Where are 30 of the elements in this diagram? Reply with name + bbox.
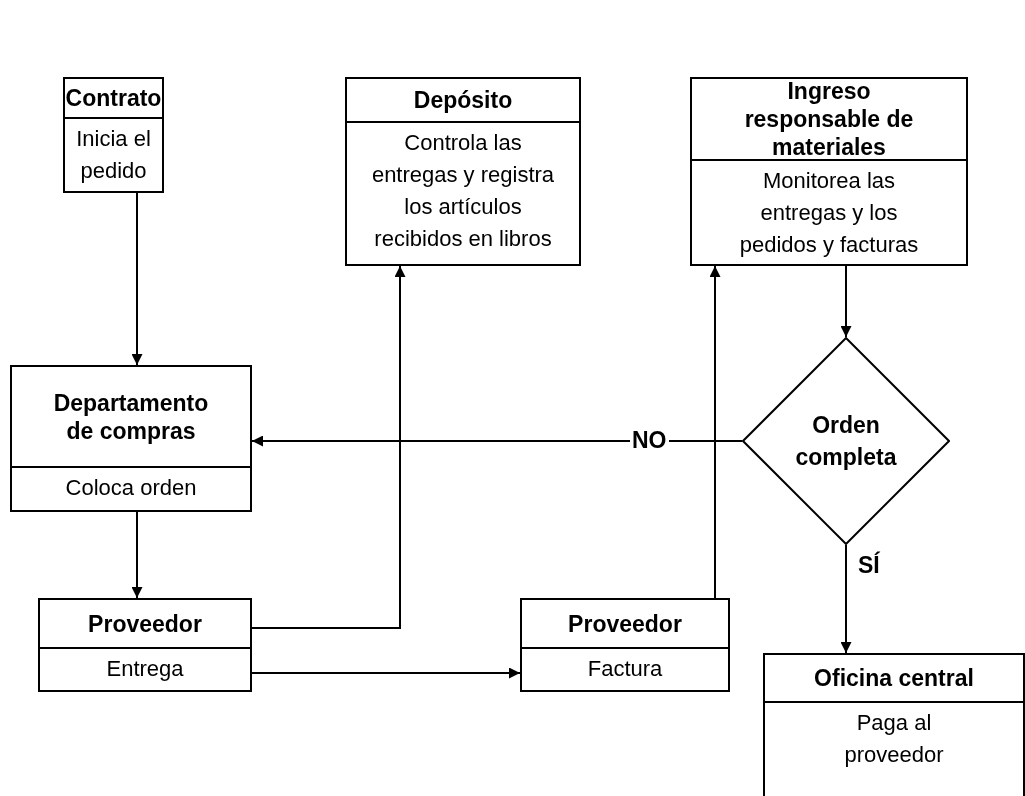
box-description: Entrega	[105, 655, 185, 683]
box-heading: Depósito	[347, 79, 579, 123]
process-box	[763, 653, 1025, 796]
box-description: Factura	[586, 655, 664, 683]
arrow	[131, 511, 143, 599]
arrow	[251, 667, 521, 679]
box-heading: Contrato	[65, 79, 162, 119]
box-heading: Oficina central	[765, 655, 1023, 703]
arrow	[131, 192, 143, 366]
arrow	[251, 435, 743, 447]
arrow	[251, 265, 406, 629]
arrow	[840, 544, 852, 654]
process-box	[10, 365, 252, 512]
process-box	[520, 598, 730, 692]
process-box	[690, 77, 968, 266]
box-description: Controla las entregas y registra los artículos recibidos en libros	[370, 129, 556, 253]
box-description: Paga al proveedor	[843, 709, 945, 769]
process-box	[38, 598, 252, 692]
box-heading: Departamento de compras	[12, 367, 250, 468]
process-box	[345, 77, 581, 266]
box-description: Coloca orden	[64, 474, 198, 502]
arrow	[840, 265, 852, 338]
decision-text: Orden completa	[794, 411, 898, 472]
process-box	[63, 77, 164, 193]
box-heading: Ingreso responsable de materiales	[692, 79, 966, 161]
box-heading: Proveedor	[522, 600, 728, 649]
box-description: Inicia el pedido	[75, 125, 152, 185]
box-heading: Proveedor	[40, 600, 250, 649]
arrow	[709, 265, 721, 599]
box-description: Monitorea las entregas y los pedidos y facturas	[738, 167, 920, 259]
